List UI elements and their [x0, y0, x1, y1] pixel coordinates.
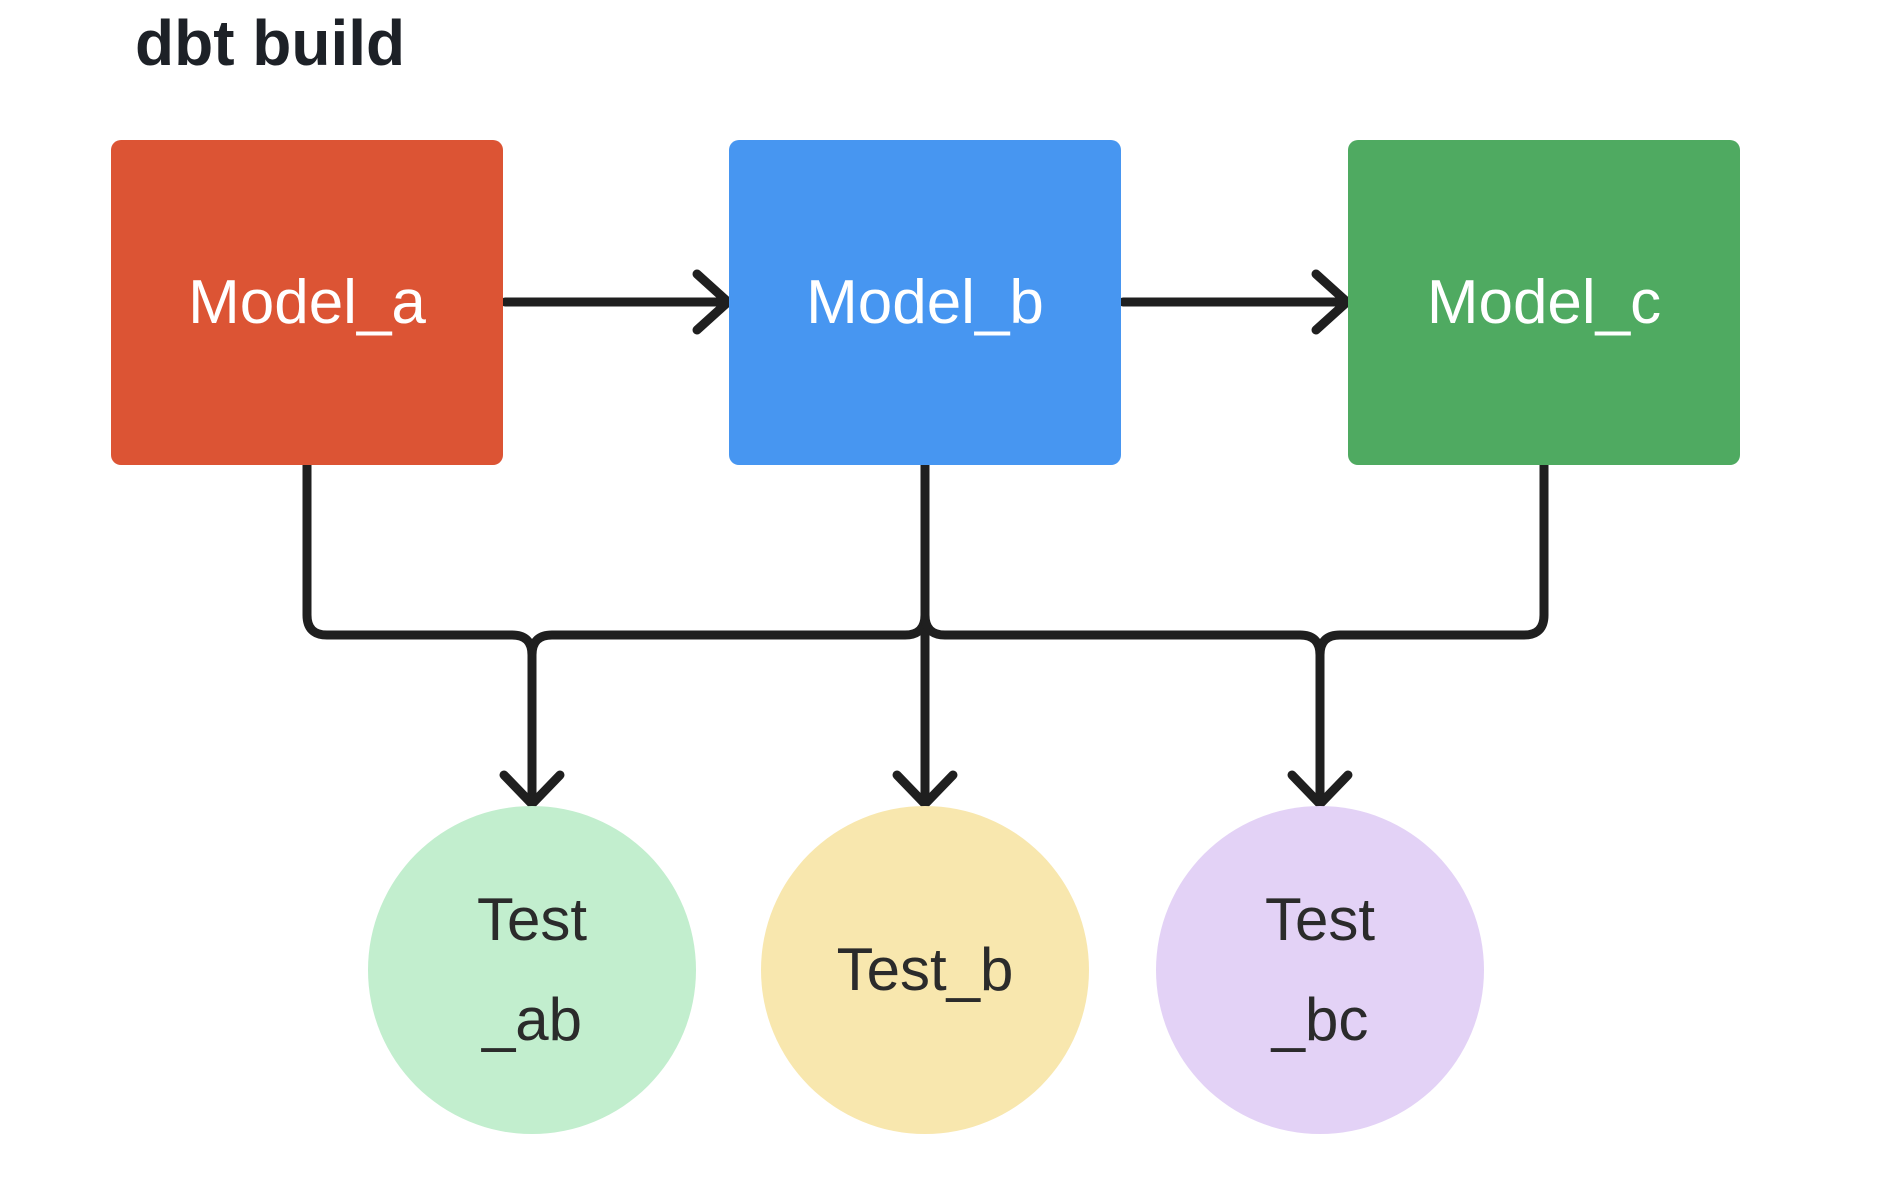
node-test-bc: Test _bc: [1156, 806, 1484, 1134]
edge-model-b-to-model-c-arrowhead-icon: [1311, 269, 1352, 335]
node-test-ab-label-line2: _ab: [481, 986, 583, 1053]
node-model-b: Model_b: [729, 140, 1121, 465]
edge-test-b-arrowhead-icon: [892, 770, 958, 809]
node-test-ab: Test _ab: [368, 806, 696, 1134]
edge-test-ab-arrowhead-icon: [499, 770, 565, 809]
edge-model-c-to-test-bc: [1315, 460, 1549, 805]
edge-model-b-to-test-bc: [920, 460, 1325, 805]
node-test-ab-label-line1: Test: [476, 886, 588, 953]
edge-model-b-to-test-ab: [527, 460, 930, 805]
edge-test-bc-arrowhead-icon: [1287, 770, 1353, 809]
node-test-bc-label-line1: Test: [1264, 886, 1376, 953]
node-model-a: Model_a: [111, 140, 503, 465]
node-model-c-label: Model_c: [1426, 268, 1662, 337]
node-test-b: Test_b: [761, 806, 1089, 1134]
edge-model-a-to-test-ab: [302, 460, 537, 805]
diagram-title: dbt build: [135, 7, 406, 79]
node-model-b-label: Model_b: [806, 268, 1044, 337]
node-test-bc-label-line2: _bc: [1271, 986, 1369, 1053]
node-model-a-label: Model_a: [188, 268, 426, 337]
node-test-b-label-line1: Test_b: [836, 936, 1014, 1003]
node-model-c: Model_c: [1348, 140, 1740, 465]
edge-model-a-to-model-b-arrowhead-icon: [692, 269, 733, 335]
